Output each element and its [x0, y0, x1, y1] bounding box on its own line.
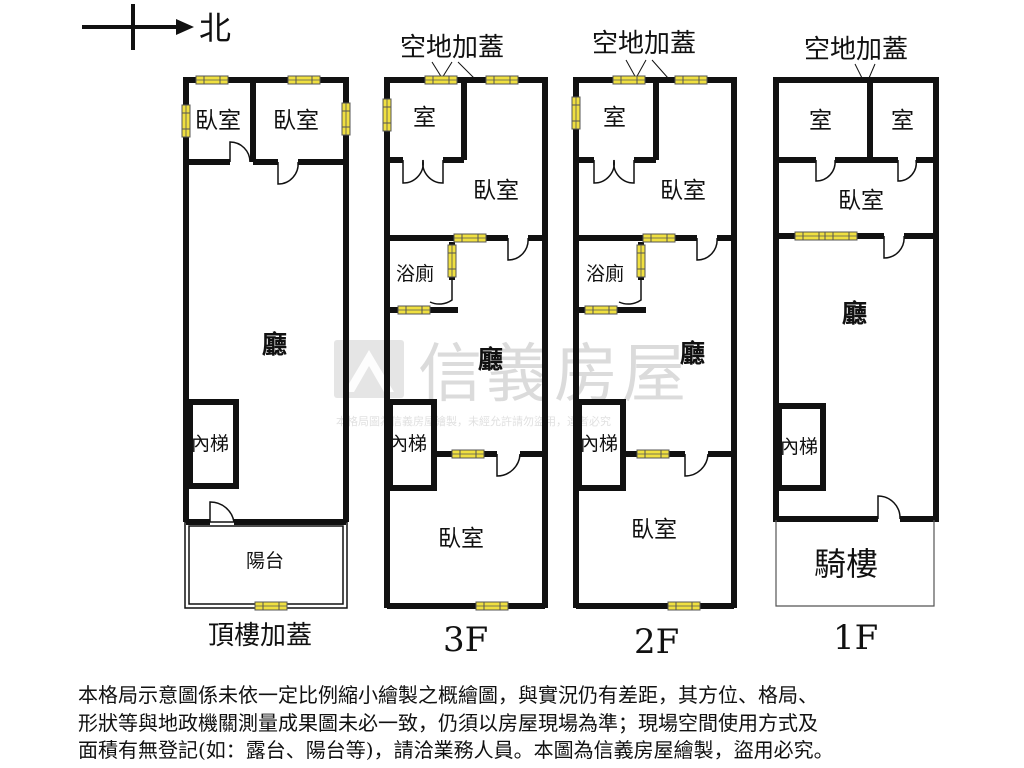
- window-icon: [287, 75, 321, 85]
- brand-watermark-text: 信義房屋: [418, 338, 690, 412]
- third-floor-hall-label: 廳: [478, 345, 503, 374]
- north-arrow: 北: [82, 4, 231, 50]
- window-icon: [181, 104, 191, 138]
- roof-bedroom-left-label: 臥室: [195, 108, 241, 134]
- disclaimer-note: 本格局示意圖係未依一定比例縮小繪製之概繪圖，與實況仍有差距，其方位、格局、 形狀…: [78, 682, 978, 765]
- second-floor-front-bedroom-label: 臥室: [631, 517, 677, 543]
- disclaimer-line: 本格局示意圖係未依一定比例縮小繪製之概繪圖，與實況仍有差距，其方位、格局、: [78, 683, 818, 707]
- first-floor-bedroom-label: 臥室: [838, 188, 884, 214]
- roof-floor-plan: [183, 77, 349, 609]
- arrow-head-icon: [176, 19, 194, 35]
- first-floor-left-room-label: 室: [809, 108, 832, 134]
- window-icon: [447, 244, 457, 278]
- first-floor-stairs-label: 內梯: [780, 436, 818, 458]
- window-icon: [667, 601, 701, 611]
- third-floor-front-bedroom-label: 臥室: [438, 526, 484, 552]
- third-floor-back-bedroom-label: 臥室: [473, 178, 519, 204]
- window-icon: [382, 98, 392, 132]
- second-floor-stairs-label: 內梯: [580, 433, 618, 455]
- copyright-watermark-text: 本格局圖為信義房屋繪製，未經允許請勿盜用，違者必究: [336, 414, 611, 428]
- window-icon: [636, 244, 646, 278]
- first-floor-name: 1F: [833, 618, 878, 658]
- first-floor-extension-label: 空地加蓋: [804, 35, 908, 65]
- second-floor-back-bedroom-label: 臥室: [660, 178, 706, 204]
- third-floor-bathroom-label: 浴廁: [396, 262, 434, 285]
- window-icon: [642, 233, 676, 243]
- roof-balcony-label: 陽台: [246, 550, 284, 572]
- first-floor-right-room-label: 室: [891, 108, 914, 134]
- third-floor-extension-label: 空地加蓋: [400, 33, 504, 63]
- window-icon: [341, 102, 351, 136]
- window-icon: [424, 75, 458, 85]
- window-icon: [636, 449, 670, 459]
- window-icon: [397, 305, 431, 315]
- window-icon: [824, 231, 858, 241]
- window-icon: [794, 231, 828, 241]
- roof-hall-label: 廳: [262, 330, 287, 359]
- window-icon: [584, 305, 618, 315]
- second-floor-extension-label: 空地加蓋: [592, 29, 696, 59]
- window-icon: [674, 75, 708, 85]
- window-icon: [571, 96, 581, 130]
- third-floor-stairs-label: 內梯: [389, 433, 427, 455]
- window-icon: [485, 75, 519, 85]
- first-floor-hall-label: 廳: [842, 299, 867, 328]
- second-floor-hall-label: 廳: [680, 339, 705, 368]
- roof-bedroom-right-label: 臥室: [273, 108, 319, 134]
- window-icon: [195, 75, 229, 85]
- roof-stairs-label: 內梯: [191, 433, 229, 455]
- first-floor-arcade-label: 騎樓: [814, 545, 878, 583]
- first-floor-plan: [773, 63, 939, 607]
- window-icon: [453, 233, 487, 243]
- disclaimer-line: 面積有無登記(如：露台、陽台等)，請洽業務人員。本圖為信義房屋繪製，盜用必究。: [78, 738, 834, 762]
- disclaimer-line: 形狀等與地政機關測量成果圖未必一致，仍須以房屋現場為準；現場空間使用方式及: [78, 710, 818, 735]
- window-icon: [451, 449, 485, 459]
- second-floor-room-label: 室: [603, 105, 626, 131]
- second-floor-name: 2F: [634, 622, 679, 662]
- compass-north-label: 北: [199, 9, 231, 47]
- window-icon: [612, 75, 646, 85]
- roof-floor-name: 頂樓加蓋: [208, 621, 312, 651]
- second-floor-bathroom-label: 浴廁: [586, 262, 624, 285]
- window-icon: [475, 601, 509, 611]
- window-icon: [254, 601, 288, 611]
- third-floor-name: 3F: [443, 620, 488, 660]
- third-floor-room-label: 室: [413, 105, 436, 131]
